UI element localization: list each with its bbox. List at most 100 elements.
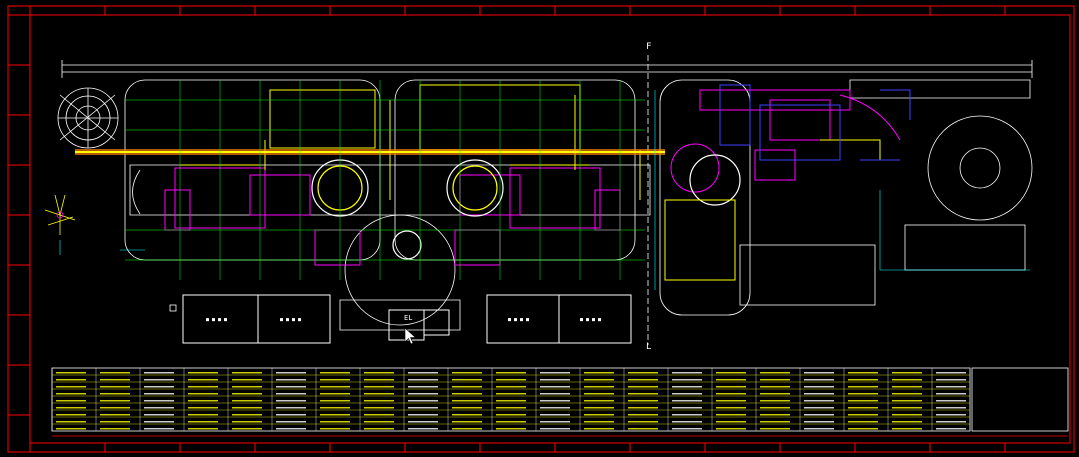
notes-table-text-stroke (232, 393, 262, 395)
notes-table-text-stroke (144, 421, 174, 423)
notes-table-text-stroke (760, 393, 790, 395)
notes-table-text-stroke (408, 407, 438, 409)
notes-table-text-stroke (496, 421, 526, 423)
notes-table-text-stroke (672, 372, 702, 374)
notes-table-text-stroke (716, 421, 746, 423)
notes-table-text-stroke (584, 428, 614, 430)
notes-table (51, 367, 1069, 437)
notes-table-text-stroke (364, 372, 394, 374)
notes-table-text-stroke (452, 372, 482, 374)
notes-table-text-stroke (892, 414, 922, 416)
room-label-4: ■ ■ ■ ■ (580, 317, 602, 323)
notes-table-text-stroke (716, 407, 746, 409)
notes-table-text-stroke (320, 393, 350, 395)
notes-table-text-stroke (320, 379, 350, 381)
notes-table-text-stroke (628, 379, 658, 381)
notes-table-text-stroke (804, 407, 834, 409)
notes-table-text-stroke (804, 386, 834, 388)
notes-table-text-stroke (100, 421, 130, 423)
notes-table-text-stroke (804, 393, 834, 395)
dimension-grid (125, 80, 645, 280)
notes-table-text-stroke (100, 428, 130, 430)
notes-table-text-stroke (672, 386, 702, 388)
notes-table-text-stroke (496, 400, 526, 402)
notes-table-text-stroke (848, 386, 878, 388)
mouse-pointer-icon (404, 327, 417, 345)
notes-table-text-stroke (100, 400, 130, 402)
notes-table-text-stroke (496, 414, 526, 416)
notes-table-text-stroke (144, 414, 174, 416)
notes-table-text-stroke (276, 414, 306, 416)
notes-table-text-stroke (408, 414, 438, 416)
notes-table-text-stroke (56, 428, 86, 430)
notes-table-text-stroke (408, 393, 438, 395)
notes-table-text-stroke (848, 414, 878, 416)
notes-table-text-stroke (452, 428, 482, 430)
notes-table-text-stroke (540, 393, 570, 395)
notes-table-text-stroke (100, 386, 130, 388)
pipe-routing (180, 84, 881, 281)
notes-table-text-stroke (496, 379, 526, 381)
frame-ticks (8, 6, 1006, 452)
circular-vessels (311, 154, 741, 260)
notes-table-text-stroke (100, 414, 130, 416)
notes-table-text-stroke (672, 428, 702, 430)
notes-table-text-stroke (188, 400, 218, 402)
notes-table-text-stroke (804, 400, 834, 402)
notes-table-text-stroke (540, 414, 570, 416)
notes-table-text-stroke (584, 386, 614, 388)
notes-table-text-stroke (848, 428, 878, 430)
notes-table-text-stroke (320, 414, 350, 416)
notes-table-text-stroke (936, 379, 966, 381)
notes-table-text-stroke (144, 372, 174, 374)
notes-table-text-stroke (628, 428, 658, 430)
grid-letter-bottom: L (646, 342, 652, 352)
notes-table-text-stroke (452, 421, 482, 423)
notes-table-text-stroke (672, 393, 702, 395)
notes-table-text-stroke (232, 379, 262, 381)
notes-table-text-stroke (100, 393, 130, 395)
notes-table-text-stroke (320, 421, 350, 423)
notes-table-text-stroke (540, 421, 570, 423)
notes-table-text-stroke (364, 393, 394, 395)
notes-table-text-stroke (716, 386, 746, 388)
notes-table-text-stroke (188, 386, 218, 388)
notes-table-text-stroke (496, 407, 526, 409)
notes-table-text-stroke (540, 379, 570, 381)
notes-table-text-stroke (716, 379, 746, 381)
notes-table-text-stroke (232, 372, 262, 374)
notes-table-text-stroke (584, 407, 614, 409)
notes-table-text-stroke (276, 393, 306, 395)
notes-table-text-stroke (848, 393, 878, 395)
notes-table-text-stroke (848, 400, 878, 402)
notes-table-text-stroke (496, 386, 526, 388)
notes-table-text-stroke (232, 407, 262, 409)
notes-table-text-stroke (760, 428, 790, 430)
notes-table-text-stroke (804, 414, 834, 416)
notes-table-text-stroke (540, 400, 570, 402)
notes-table-text-stroke (672, 407, 702, 409)
building-outline (124, 79, 1033, 331)
notes-table-text-stroke (804, 372, 834, 374)
notes-table-text-stroke (892, 407, 922, 409)
notes-table-text-stroke (408, 386, 438, 388)
notes-table-text-stroke (892, 386, 922, 388)
notes-table-text-stroke (848, 379, 878, 381)
notes-table-text-stroke (408, 428, 438, 430)
notes-table-text-stroke (364, 421, 394, 423)
notes-table-text-stroke (188, 407, 218, 409)
notes-table-text-stroke (584, 393, 614, 395)
notes-table-text-stroke (276, 379, 306, 381)
grid-letter-top: F (646, 42, 652, 52)
notes-table-text-stroke (892, 393, 922, 395)
notes-table-text-stroke (628, 414, 658, 416)
equipment-layer (164, 89, 901, 266)
notes-table-text-stroke (100, 379, 130, 381)
notes-table-text-stroke (408, 400, 438, 402)
notes-table-text-stroke (804, 379, 834, 381)
room-label-2: ■ ■ ■ ■ (280, 317, 302, 323)
notes-table-text-stroke (100, 372, 130, 374)
notes-table-text-stroke (364, 386, 394, 388)
notes-table-text-stroke (144, 400, 174, 402)
